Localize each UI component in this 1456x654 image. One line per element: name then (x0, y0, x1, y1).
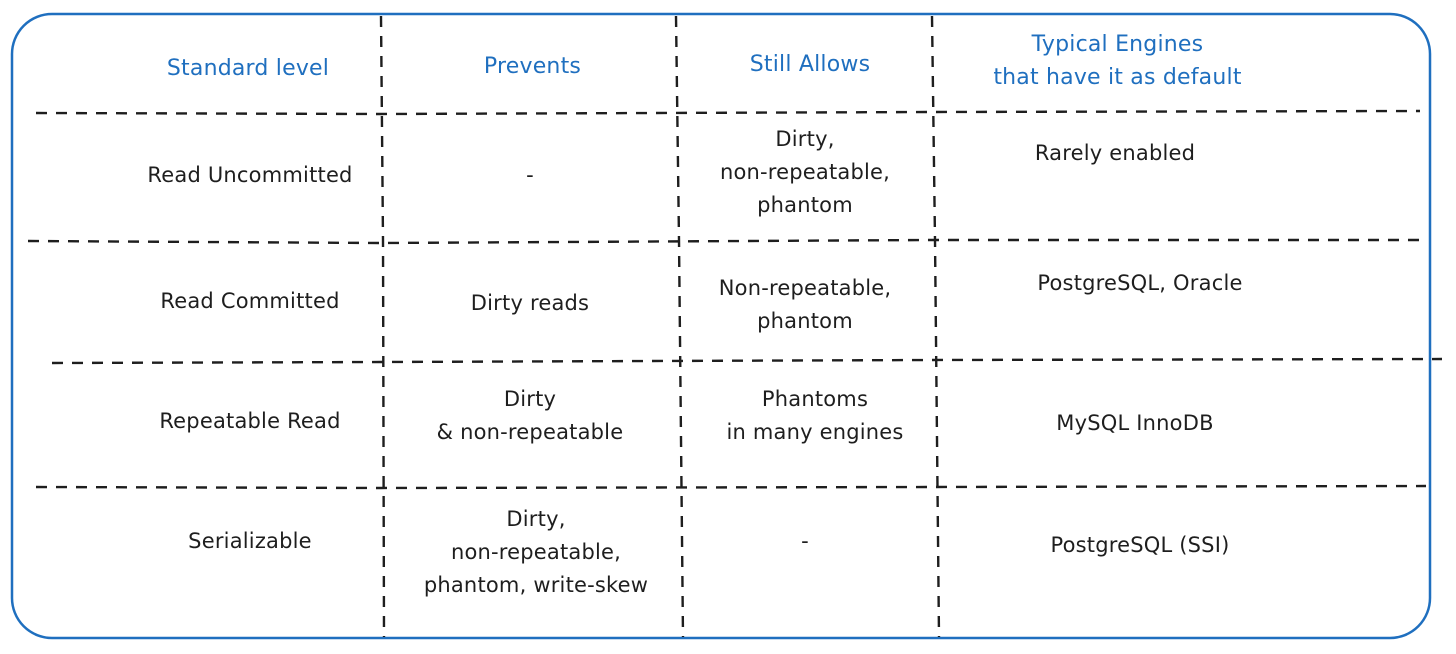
header-line: that have it as default (993, 65, 1242, 90)
cell-prevents-read-committed: Dirty reads (410, 278, 650, 328)
header-line: Still Allows (749, 51, 871, 77)
cell-line: Phantoms (761, 387, 869, 411)
cell-level-serializable: Serializable (120, 516, 380, 566)
cell-line: non-repeatable, (450, 539, 622, 564)
cell-line: phantom (757, 192, 853, 217)
cell-line: - (526, 162, 534, 187)
outer-border (10, 12, 1432, 640)
row-divider-4 (35, 484, 1427, 490)
cell-engines-read-committed: PostgreSQL, Oracle (995, 258, 1285, 308)
cell-line: phantom, write-skew (423, 572, 649, 597)
cell-prevents-read-uncommitted: - (430, 150, 630, 200)
column-divider-3 (930, 15, 941, 638)
cell-line: & non-repeatable (436, 420, 624, 444)
header-prevents: Prevents (390, 38, 675, 94)
header-line: Typical Engines (1031, 32, 1204, 57)
cell-engines-read-uncommitted: Rarely enabled (995, 128, 1235, 178)
cell-line: Dirty, (506, 506, 566, 531)
row-dividers (27, 109, 1443, 490)
cell-line: PostgreSQL, Oracle (1037, 270, 1243, 295)
cell-line: Serializable (188, 528, 312, 553)
cell-line: non-repeatable, (719, 159, 891, 184)
header-line: Standard level (166, 55, 330, 81)
cell-line: Dirty (503, 387, 557, 411)
cell-line: Repeatable Read (159, 408, 341, 433)
cell-prevents-repeatable-read: Dirty & non-repeatable (400, 381, 660, 451)
header-line: Prevents (483, 53, 582, 79)
cell-line: MySQL InnoDB (1056, 410, 1214, 435)
cell-allows-read-committed: Non-repeatable, phantom (690, 270, 920, 340)
column-divider-1 (379, 15, 386, 638)
header-typical-engines: Typical Engines that have it as default (945, 28, 1290, 94)
cell-level-read-uncommitted: Read Uncommitted (120, 150, 380, 200)
header-still-allows: Still Allows (680, 36, 940, 92)
column-dividers (379, 15, 941, 638)
cell-line: Dirty reads (470, 290, 590, 315)
cell-allows-read-uncommitted: Dirty, non-repeatable, phantom (690, 120, 920, 224)
cell-allows-repeatable-read: Phantoms in many engines (700, 381, 930, 451)
cell-line: in many engines (726, 420, 904, 444)
cell-line: Non-repeatable, (718, 276, 892, 300)
cell-line: Dirty, (775, 126, 835, 151)
row-divider-1 (35, 109, 1421, 116)
cell-line: Read Uncommitted (147, 162, 353, 187)
cell-allows-serializable: - (700, 516, 910, 566)
cell-engines-serializable: PostgreSQL (SSI) (1000, 520, 1280, 570)
cell-level-read-committed: Read Committed (120, 276, 380, 326)
header-standard-level: Standard level (120, 40, 376, 96)
column-divider-2 (674, 15, 685, 638)
cell-line: PostgreSQL (SSI) (1050, 532, 1230, 557)
cell-engines-repeatable-read: MySQL InnoDB (1000, 398, 1270, 448)
cell-prevents-serializable: Dirty, non-repeatable, phantom, write-sk… (394, 500, 678, 604)
cell-level-repeatable-read: Repeatable Read (120, 396, 380, 446)
cell-line: Read Committed (160, 288, 340, 313)
row-divider-2 (27, 238, 1424, 245)
row-divider-3 (51, 357, 1443, 365)
cell-line: phantom (757, 309, 853, 333)
cell-line: - (801, 528, 809, 553)
cell-line: Rarely enabled (1034, 140, 1196, 165)
